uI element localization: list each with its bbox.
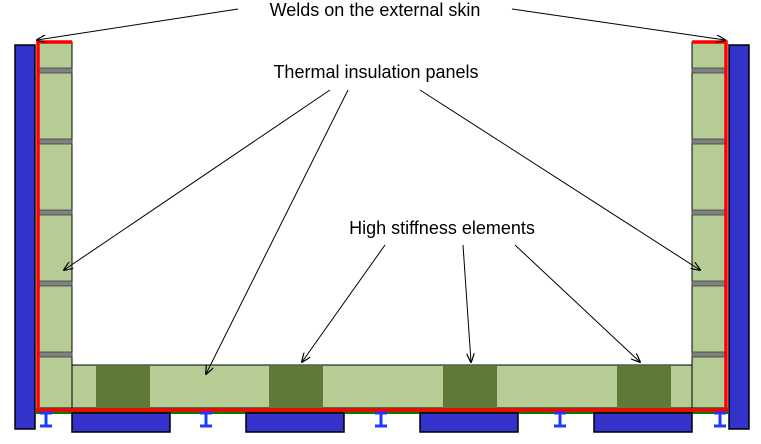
arrow <box>64 89 331 270</box>
i-beam-icon <box>714 411 726 428</box>
welds-arrows <box>37 8 725 40</box>
support-block <box>593 412 693 433</box>
support-blocks <box>71 412 693 433</box>
right-outer-skin <box>728 44 750 430</box>
support-block <box>71 412 171 433</box>
bolt <box>36 351 73 358</box>
insulation-label: Thermal insulation panels <box>273 62 478 82</box>
bolt <box>36 138 73 145</box>
support-block <box>245 412 345 433</box>
arrow <box>511 8 725 40</box>
i-beam-icon <box>200 411 212 428</box>
bolt <box>691 67 728 74</box>
i-beam-icon <box>375 411 387 428</box>
left-insulation-panel <box>38 41 73 409</box>
arrow <box>462 244 471 362</box>
bottom-insulation-panel <box>71 364 693 409</box>
bolt <box>691 351 728 358</box>
i-beams <box>40 411 726 428</box>
arrow <box>514 244 640 362</box>
right-insulation-panel <box>691 41 726 409</box>
arrow <box>419 89 700 270</box>
bolt <box>691 209 728 216</box>
bolt <box>36 67 73 74</box>
arrow <box>302 244 386 362</box>
stiffness-arrows <box>302 244 640 362</box>
i-beam-icon <box>554 411 566 428</box>
support-block <box>419 412 519 433</box>
bolt <box>36 280 73 287</box>
arrow <box>206 89 349 374</box>
stiff-element-2 <box>269 366 323 408</box>
stiff-element-3 <box>443 366 497 408</box>
stiff-element-1 <box>96 366 150 408</box>
left-outer-skin <box>14 44 36 430</box>
bolt <box>691 280 728 287</box>
bolt <box>691 138 728 145</box>
bolt <box>36 209 73 216</box>
arrow <box>37 8 239 40</box>
stiffness-label: High stiffness elements <box>349 218 535 238</box>
insulation-arrows <box>64 89 700 374</box>
stiff-element-4 <box>617 366 671 408</box>
welds-label: Welds on the external skin <box>270 0 481 20</box>
i-beam-icon <box>40 411 52 428</box>
